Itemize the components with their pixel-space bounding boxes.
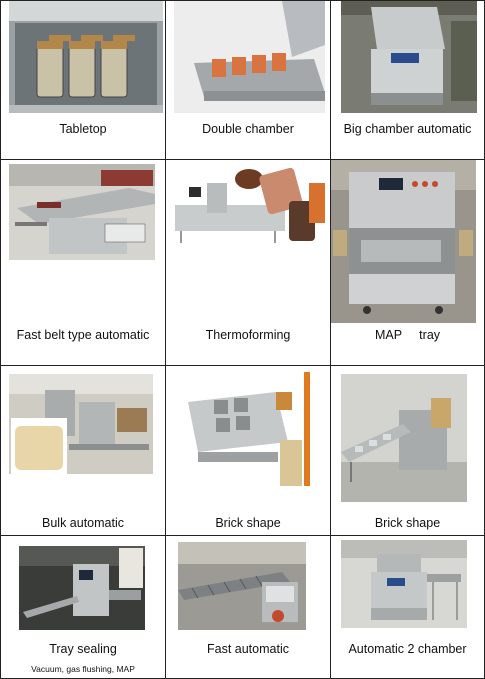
cell-tabletop: Tabletop: [0, 0, 166, 160]
tabletop-vacuum-jars-photo: [9, 1, 163, 113]
map-tray-machine-photo: [331, 160, 476, 323]
cell-label: MAP tray: [374, 328, 441, 342]
cell-tray-sealing: Tray sealing Vacuum, gas flushing, MAP: [0, 535, 166, 679]
cell-double-chamber: Double chamber: [165, 0, 331, 160]
cell-big-chamber-automatic: Big chamber automatic: [330, 0, 485, 160]
cell-sublabel: Vacuum, gas flushing, MAP: [31, 664, 135, 674]
cell-label: Brick shape: [374, 516, 441, 530]
double-chamber-trays-photo: [174, 1, 325, 113]
fast-automatic-conveyor-photo: [178, 542, 306, 630]
cell-bulk-automatic: Bulk automatic: [0, 365, 166, 536]
cell-fast-belt-type-automatic: Fast belt type automatic: [0, 159, 166, 366]
cell-label: Thermoforming: [205, 328, 291, 342]
cell-brick-shape: Brick shape: [165, 365, 331, 536]
thermoforming-machine-photo: [171, 165, 328, 251]
cell-label: Automatic 2 chamber: [348, 642, 467, 656]
cell-thermoforming: Thermoforming: [165, 159, 331, 366]
cell-label: Fast automatic: [207, 642, 289, 656]
cell-automatic-2-chamber: Automatic 2 chamber: [330, 535, 485, 679]
cell-label: Fast belt type automatic: [16, 328, 150, 342]
cell-label: Tray sealing: [49, 642, 117, 656]
cell-label: Double chamber: [202, 122, 294, 136]
brick-shape-machine-photo: [184, 372, 310, 486]
cell-label: Brick shape: [215, 516, 281, 530]
tray-sealing-line-photo: [19, 546, 145, 630]
cell-map-tray: MAP tray: [330, 159, 485, 366]
belt-conveyor-machine-photo: [9, 164, 155, 260]
bulk-automatic-machine-photo: [9, 374, 153, 474]
automatic-2-chamber-photo: [341, 540, 467, 628]
cell-fast-automatic: Fast automatic: [165, 535, 331, 679]
big-chamber-machine-photo: [341, 1, 477, 113]
cell-label: Big chamber automatic: [343, 122, 472, 136]
brick-shape-line-photo: [341, 374, 467, 502]
cell-label: Bulk automatic: [42, 516, 124, 530]
cell-brick-shape-line: Brick shape: [330, 365, 485, 536]
cell-label: Tabletop: [59, 122, 107, 136]
